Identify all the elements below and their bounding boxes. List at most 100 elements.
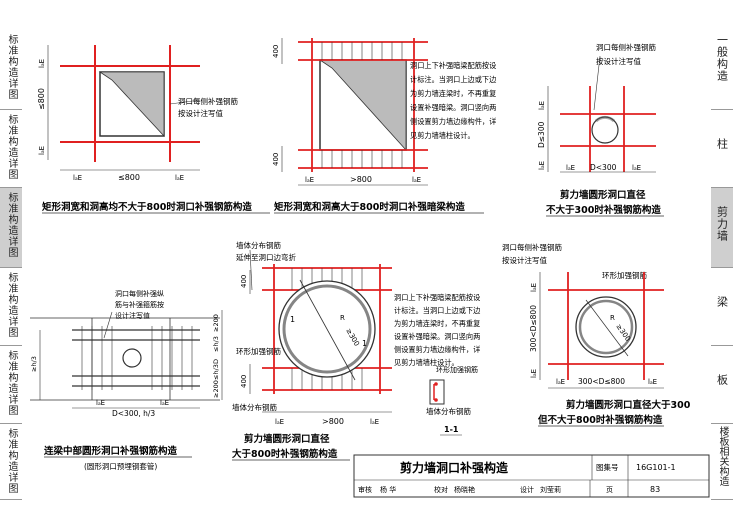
fig3-dim-lae-top: lₐE — [538, 101, 546, 110]
fig4-coupling-beam-opening: 洞口每侧补强纵 筋与补强箍筋按 设计注写值 ≥200 ≤h/3 D ≤h/3 ≥… — [30, 289, 223, 471]
right-tab-4[interactable]: 板 — [711, 346, 733, 424]
svg-text:见剪力墙墙柱设计。: 见剪力墙墙柱设计。 — [410, 131, 475, 140]
left-tab-4[interactable]: 标准构造详图 — [0, 346, 22, 424]
fig5-caption-2: 大于800时补强钢筋构造 — [232, 448, 338, 460]
fig4-dim-r5: ≥200 — [212, 380, 220, 398]
fig4-dim-lae-bl: lₐE — [96, 399, 105, 407]
svg-text:侧设置剪力墙边缘构件，详: 侧设置剪力墙边缘构件，详 — [394, 345, 480, 354]
sheet-title: 剪力墙洞口补强构造 — [400, 460, 509, 475]
svg-text:侧设置剪力墙边缘构件，详: 侧设置剪力墙边缘构件，详 — [410, 117, 496, 126]
fig3-dim-d-left: D≤300 — [537, 121, 546, 148]
title-block: 剪力墙洞口补强构造 图集号 16G101-1 审核 杨 华 校对 杨晓艳 设计 … — [353, 454, 710, 498]
fig5-label-top-1: 墙体分布钢筋 — [236, 240, 281, 250]
fig1-opening-hatch — [98, 71, 165, 138]
fig5-dim-lae-bl: lₐE — [275, 418, 284, 426]
fig4-subcaption: (圆形洞口预埋钢套管) — [84, 461, 157, 471]
fig4-caption: 连梁中部圆形洞口补强钢筋构造 — [44, 445, 178, 457]
fig6-note-2: 按设计注写值 — [502, 255, 547, 265]
fig1-note-1: 洞口每侧补强钢筋 — [178, 96, 238, 106]
fig2-dim-lae-bl: lₐE — [305, 176, 314, 184]
fig4-dim-r3: D — [212, 359, 220, 364]
fig5-ring-label: 环形加强钢筋 — [436, 365, 478, 374]
fig6-dim-lae-top: lₐE — [530, 283, 538, 292]
fig5-dim-gt800: >800 — [322, 417, 344, 426]
fig1-dim-lae-top: lₐE — [38, 59, 46, 68]
fig2-note: 洞口上下补强暗梁配筋按设 计标注。当洞口上边或下边 为剪力墙连梁时，不再重复 设… — [410, 61, 496, 140]
right-tab-2[interactable]: 剪力墙 — [711, 188, 733, 268]
reviewer-name: 杨 华 — [380, 485, 396, 494]
fig1-dim-le800-bottom: ≤800 — [118, 173, 140, 182]
left-tab-3[interactable]: 标准构造详图 — [0, 268, 22, 346]
fig5-label-r: R — [340, 314, 345, 322]
fig5-section-1b: 1 — [362, 339, 367, 348]
left-sidebar: 标准构造详图 标准构造详图 标准构造详图 标准构造详图 标准构造详图 标准构造详… — [0, 30, 22, 500]
fig1-dim-lae-bl: lₐE — [73, 174, 82, 182]
fig5-label-left: 环形加强钢筋 — [236, 346, 281, 356]
fig4-note-3: 设计注写值 — [115, 311, 150, 320]
fig3-dim-lae-bl: lₐE — [566, 164, 575, 172]
check-label: 校对 — [434, 485, 448, 494]
fig5-dim-lae-br: lₐE — [370, 418, 379, 426]
fig5-section-1-1 — [429, 379, 445, 405]
page-number: 83 — [650, 485, 660, 494]
fig2-rect-opening-large: 400 400 lₐE >800 lₐE 洞口上下补强暗梁配筋按设 计标注。当洞… — [272, 38, 496, 214]
svg-text:计标注。当洞口上边或下边: 计标注。当洞口上边或下边 — [394, 306, 480, 315]
designer-name: 刘莹莉 — [540, 485, 561, 494]
fig4-dim-r1: ≥200 — [212, 314, 220, 332]
svg-text:设置补强暗梁。洞口竖向两: 设置补强暗梁。洞口竖向两 — [410, 103, 496, 112]
fig5-label-bottom: 墙体分布钢筋 — [232, 402, 277, 412]
fig3-dim-d-bottom: D<300 — [590, 163, 617, 172]
review-label: 审核 — [358, 485, 372, 494]
fig3-caption-2: 不大于300时补强钢筋构造 — [546, 204, 661, 216]
atlas-no: 16G101-1 — [636, 463, 676, 472]
right-sidebar: 一般构造 柱 剪力墙 梁 板 楼板相关构造 — [711, 30, 733, 500]
fig2-opening-hatch — [318, 59, 407, 152]
fig6-dim-d-left: 300<D≤800 — [529, 305, 538, 352]
fig3-note-2: 按设计注写值 — [596, 56, 641, 66]
svg-text:洞口上下补强暗梁配筋按设: 洞口上下补强暗梁配筋按设 — [394, 293, 480, 302]
left-tab-5[interactable]: 标准构造详图 — [0, 424, 22, 500]
fig6-dim-d-bottom: 300<D≤800 — [578, 377, 625, 386]
fig5-dim-400-bottom: 400 — [240, 375, 248, 388]
fig4-opening-circle — [122, 348, 142, 368]
fig3-note-1: 洞口每侧补强钢筋 — [596, 42, 656, 52]
right-tab-0[interactable]: 一般构造 — [711, 30, 733, 110]
fig2-caption: 矩形洞宽和洞高大于800时洞口补强暗梁构造 — [273, 201, 465, 213]
fig2-dim-lae-br: lₐE — [412, 176, 421, 184]
svg-text:洞口上下补强暗梁配筋按设: 洞口上下补强暗梁配筋按设 — [410, 61, 496, 70]
fig4-note-2: 筋与补强箍筋按 — [115, 300, 164, 309]
fig3-dim-lae-bottom: lₐE — [538, 161, 546, 170]
left-tab-0[interactable]: 标准构造详图 — [0, 30, 22, 110]
svg-text:为剪力墙连梁时，不再重复: 为剪力墙连梁时，不再重复 — [410, 89, 496, 98]
fig4-note-1: 洞口每侧补强纵 — [115, 289, 164, 298]
right-tab-5[interactable]: 楼板相关构造 — [711, 424, 733, 500]
fig4-dim-r2: ≤h/3 — [212, 336, 220, 352]
fig3-opening-circle — [591, 116, 619, 144]
fig1-dim-le800-left: ≤800 — [37, 88, 46, 110]
fig6-caption-2: 但不大于800时补强钢筋构造 — [537, 414, 663, 426]
fig1-dim-lae-left: lₐE — [38, 146, 46, 155]
fig5-section-title: 1-1 — [444, 425, 459, 434]
fig1-rect-opening-small: lₐE ≤800 lₐE lₐE ≤800 lₐE 洞口每侧补强钢筋 按设计注写… — [37, 45, 270, 214]
svg-text:计标注。当洞口上边或下边: 计标注。当洞口上边或下边 — [410, 75, 496, 84]
fig6-dim-lae-bottom: lₐE — [530, 369, 538, 378]
fig2-dim-gt800: >800 — [350, 175, 372, 184]
fig4-dim-lae-br: lₐE — [160, 399, 169, 407]
fig5-caption-1: 剪力墙圆形洞口直径 — [244, 433, 330, 445]
fig4-dim-r4: ≤h/3 — [212, 364, 220, 380]
fig4-dim-d: D<300, h/3 — [112, 409, 155, 418]
fig5-dim-400-top: 400 — [240, 275, 248, 288]
right-tab-3[interactable]: 梁 — [711, 268, 733, 346]
right-tab-1[interactable]: 柱 — [711, 110, 733, 188]
page-label: 页 — [606, 486, 613, 494]
fig1-caption: 矩形洞宽和洞高均不大于800时洞口补强钢筋构造 — [41, 201, 252, 213]
fig1-note-2: 按设计注写值 — [178, 108, 223, 118]
left-tab-2[interactable]: 标准构造详图 — [0, 188, 22, 268]
left-tab-1[interactable]: 标准构造详图 — [0, 110, 22, 188]
atlas-no-label: 图集号 — [596, 462, 619, 472]
fig6-dim-lae-br: lₐE — [648, 378, 657, 386]
fig5-section-label-wall: 墙体分布钢筋 — [426, 406, 471, 416]
fig6-note-1: 洞口每侧补强钢筋 — [502, 242, 562, 252]
design-label: 设计 — [520, 485, 534, 494]
